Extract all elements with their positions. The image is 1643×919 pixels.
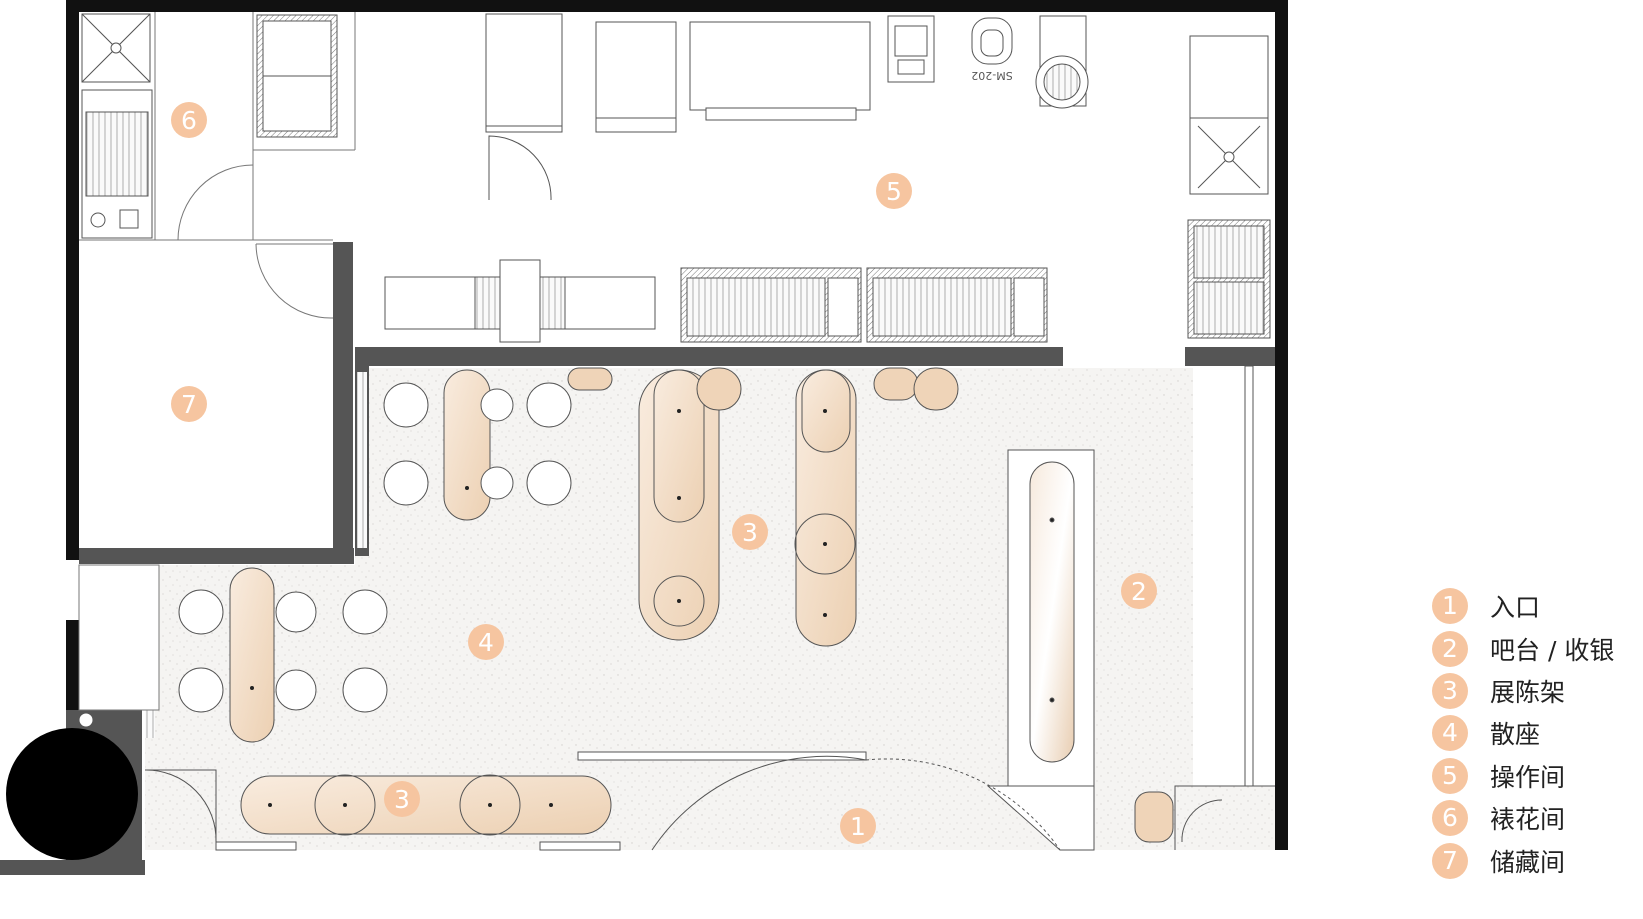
marker-display-bottom: 3 — [384, 781, 420, 817]
legend-label: 入口 — [1490, 593, 1541, 622]
legend-item-bar: 2 吧台 / 收银 — [1432, 629, 1614, 669]
legend-label: 储藏间 — [1490, 848, 1566, 877]
bar-counter — [986, 449, 1095, 851]
decor-room-equipment — [81, 13, 338, 239]
marker-decor: 6 — [171, 102, 207, 138]
legend-label: 散座 — [1490, 720, 1541, 749]
legend-item-entrance: 1 入口 — [1432, 586, 1540, 626]
marker-number: 7 — [181, 390, 197, 419]
legend-item-kitchen: 5 操作间 — [1432, 756, 1565, 796]
display-racks — [240, 367, 1174, 843]
outer-walls — [66, 0, 1288, 850]
kitchen-lines — [79, 12, 356, 319]
legend-badge: 6 — [1432, 800, 1468, 836]
marker-number: 3 — [742, 518, 758, 547]
legend-label: 展陈架 — [1490, 678, 1566, 707]
legend-item-seating: 4 散座 — [1432, 713, 1540, 753]
legend-item-decor: 6 裱花间 — [1432, 798, 1565, 838]
marker-display-main: 3 — [732, 514, 768, 550]
marker-number: 4 — [478, 628, 494, 657]
legend-badge: 1 — [1432, 588, 1468, 624]
marker-number: 2 — [1131, 577, 1147, 606]
marker-bar: 2 — [1121, 573, 1157, 609]
entrance-doors — [215, 751, 1275, 851]
legend-badge: 5 — [1432, 758, 1468, 794]
area-markers: 1 2 3 3 4 5 6 7 — [171, 102, 1157, 844]
legend-badge: 3 — [1432, 673, 1468, 709]
marker-number: 1 — [850, 812, 866, 841]
marker-kitchen: 5 — [876, 173, 912, 209]
floor-plan: SM-202 — [0, 0, 1288, 875]
corner-column — [0, 564, 217, 875]
marker-number: 3 — [394, 785, 410, 814]
marker-number: 6 — [181, 106, 197, 135]
kitchen-equipment — [384, 13, 1271, 343]
marker-entrance: 1 — [840, 808, 876, 844]
legend-label: 操作间 — [1490, 763, 1566, 792]
marker-seating: 4 — [468, 624, 504, 660]
legend-label: 裱花间 — [1490, 805, 1566, 834]
legend-badge: 2 — [1432, 631, 1468, 667]
legend-badge: 4 — [1432, 715, 1468, 751]
legend-badge: 7 — [1432, 843, 1468, 879]
legend-item-display: 3 展陈架 — [1432, 671, 1565, 711]
marker-storage: 7 — [171, 386, 207, 422]
legend-label: 吧台 / 收银 — [1490, 636, 1615, 665]
equipment-label: SM-202 — [971, 69, 1012, 82]
marker-number: 5 — [886, 177, 902, 206]
legend-item-storage: 7 储藏间 — [1432, 841, 1565, 881]
